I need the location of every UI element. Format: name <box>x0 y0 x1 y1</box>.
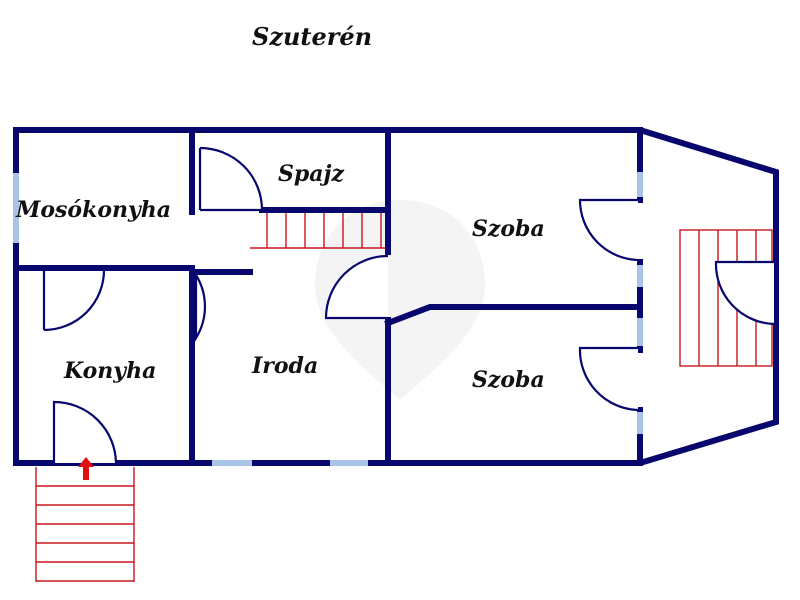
room-label-mosokonyha: Mosókonyha <box>15 197 171 223</box>
entrance-arrow-icon <box>78 457 94 480</box>
plan-title: Szuterén <box>252 22 373 51</box>
interior-walls <box>13 127 643 466</box>
room-label-spajz: Spajz <box>278 161 344 187</box>
doors <box>42 146 775 464</box>
windows <box>13 172 643 466</box>
room-label-iroda: Iroda <box>251 353 318 379</box>
watermark-logo-icon <box>315 200 485 400</box>
interior-stairs-spajz <box>250 212 386 249</box>
room-label-szoba-lower: Szoba <box>472 367 545 393</box>
room-label-szoba-upper: Szoba <box>472 216 545 242</box>
entrance-stairs <box>35 467 135 582</box>
room-label-konyha: Konyha <box>63 358 156 384</box>
